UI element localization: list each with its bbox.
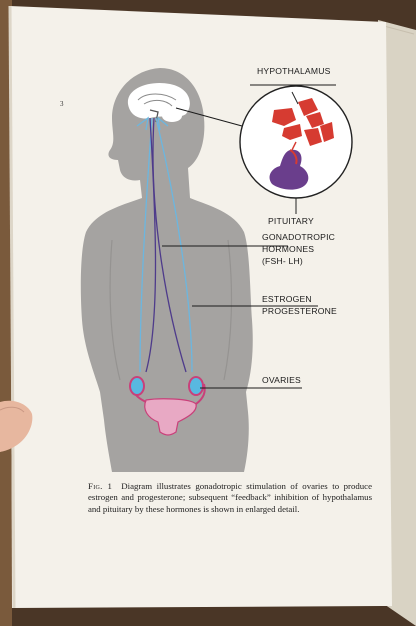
label-ovaries: OVARIES — [262, 375, 301, 386]
caption-text: Diagram illustrates gonadotropic stimula… — [88, 481, 372, 514]
brain-icon — [128, 83, 190, 122]
label-gonadotropic-3: (FSH- LH) — [262, 256, 303, 267]
label-pituitary: PITUITARY — [268, 216, 314, 227]
label-estrogen-1: ESTROGEN — [262, 294, 312, 305]
label-hypothalamus: HYPOTHALAMUS — [257, 66, 331, 77]
figure-caption: Fig. 1 Diagram illustrates gonadotropic … — [88, 481, 372, 515]
label-gonadotropic-1: GONADOTROPIC — [262, 232, 335, 243]
label-gonadotropic-2: HORMONES — [262, 244, 314, 255]
page-marker: 3 — [60, 100, 64, 108]
label-estrogen-2: PROGESTERONE — [262, 306, 337, 317]
caption-figure-number: Fig. 1 — [88, 481, 112, 491]
